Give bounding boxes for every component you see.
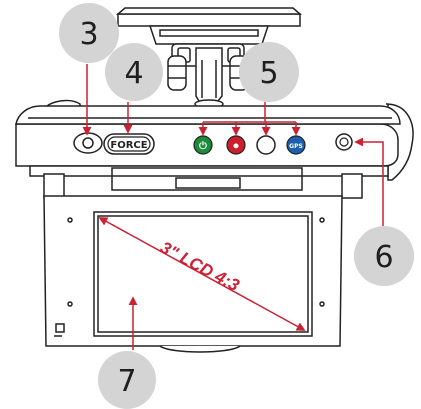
reset-button[interactable] xyxy=(73,132,103,154)
callout-7-number: 7 xyxy=(117,364,136,399)
force-button[interactable]: FORCE xyxy=(103,133,155,155)
camera-body xyxy=(15,99,414,199)
screen-diagonal-arrow xyxy=(98,217,306,331)
callout-6-number: 6 xyxy=(374,240,393,275)
power-icon: ⏻ xyxy=(199,140,207,152)
gps-button-label: GPS xyxy=(289,143,303,150)
lcd-panel xyxy=(43,195,343,353)
side-button[interactable] xyxy=(335,133,353,151)
record-icon: ⏺ xyxy=(233,141,240,152)
callout-7: 7 xyxy=(98,351,156,409)
gps-button[interactable]: GPS xyxy=(286,135,306,155)
callout-6: 6 xyxy=(354,226,414,286)
callout-4-number: 4 xyxy=(124,56,143,91)
record-button[interactable]: ⏺ xyxy=(226,135,246,155)
arrow-5-bracket xyxy=(198,102,301,136)
arrow-6 xyxy=(354,137,384,226)
callout-3-number: 3 xyxy=(79,17,98,52)
callout-5-number: 5 xyxy=(259,56,278,91)
callout-4: 4 xyxy=(105,43,163,101)
force-button-label: FORCE xyxy=(110,140,147,151)
blank-button[interactable] xyxy=(256,135,276,155)
power-button[interactable]: ⏻ xyxy=(193,135,213,155)
callout-arrows xyxy=(82,64,384,350)
callout-3: 3 xyxy=(59,3,119,63)
callout-5: 5 xyxy=(239,42,299,102)
